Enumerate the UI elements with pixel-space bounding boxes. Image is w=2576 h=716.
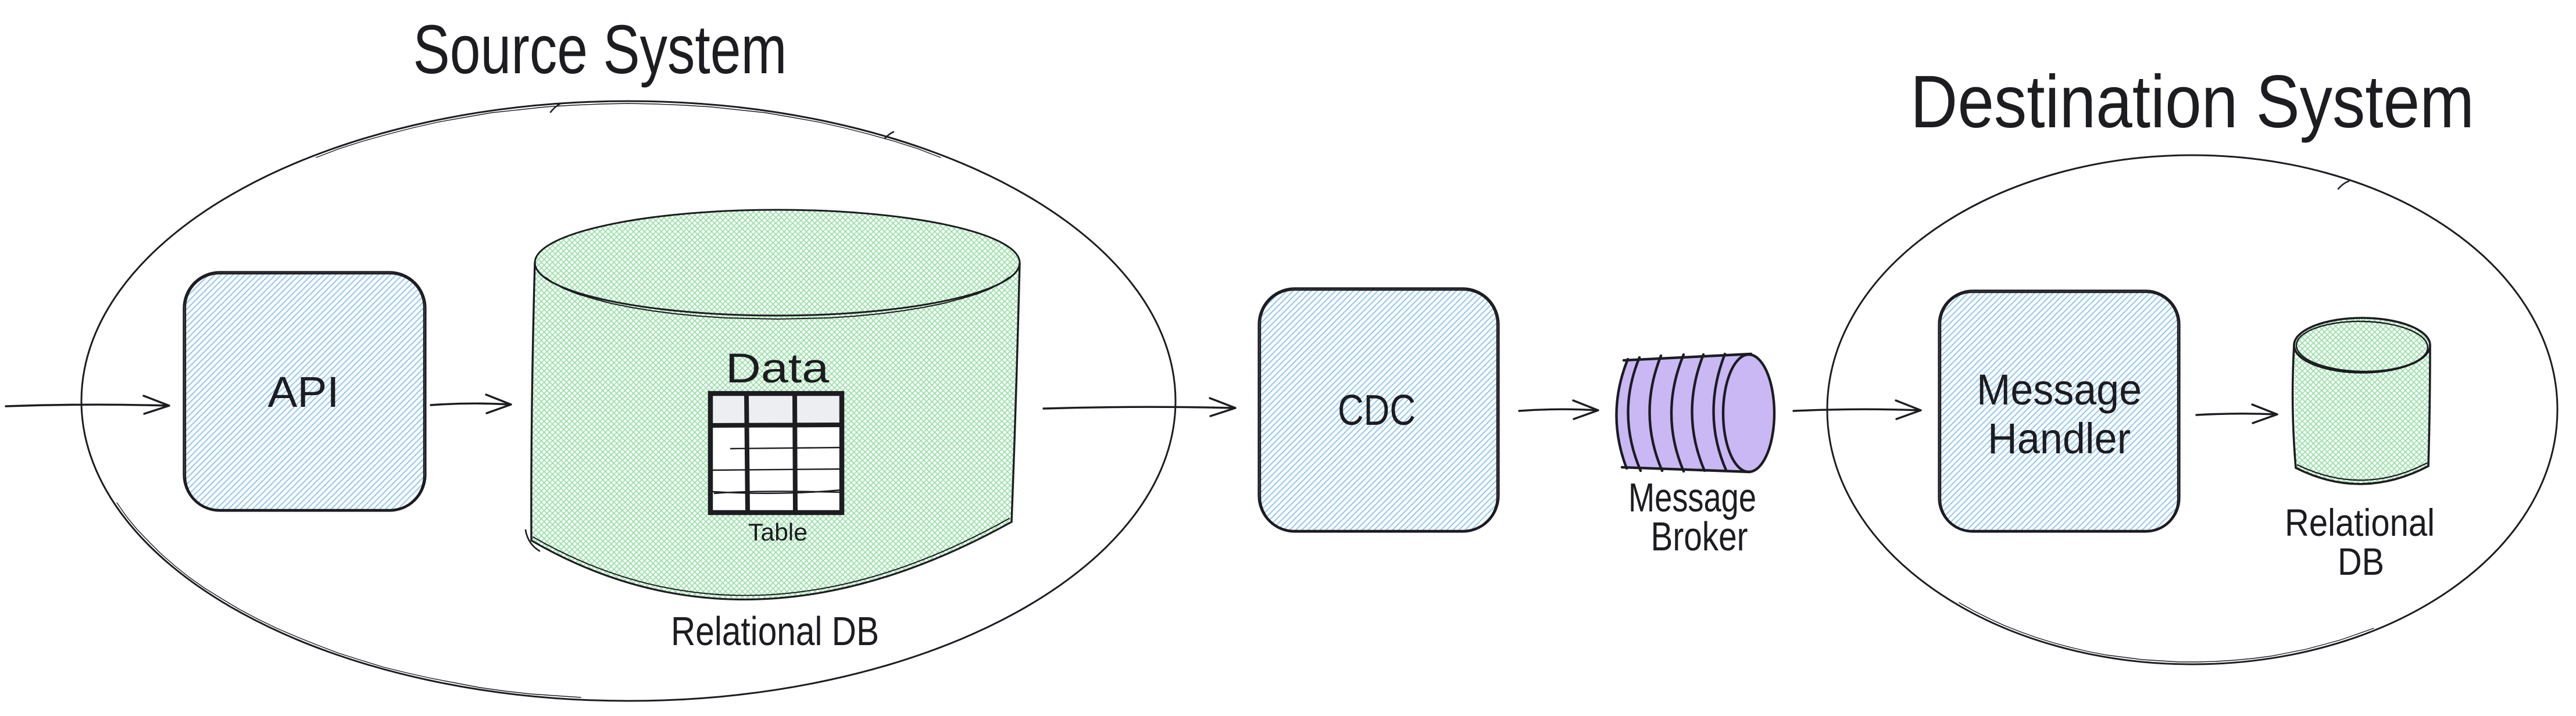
svg-text:Message: Message <box>1628 475 1756 520</box>
svg-text:Data: Data <box>726 346 830 392</box>
svg-text:Broker: Broker <box>1651 514 1748 559</box>
svg-text:Source System: Source System <box>413 11 787 88</box>
svg-text:Relational DB: Relational DB <box>671 608 879 654</box>
svg-text:DB: DB <box>2338 540 2384 583</box>
svg-text:Table: Table <box>748 518 808 546</box>
svg-text:Handler: Handler <box>1988 414 2131 463</box>
svg-text:CDC: CDC <box>1338 386 1416 434</box>
svg-text:Relational: Relational <box>2285 501 2435 544</box>
svg-text:API: API <box>268 368 340 416</box>
svg-text:Destination System: Destination System <box>1910 60 2474 144</box>
svg-text:Message: Message <box>1977 366 2142 414</box>
